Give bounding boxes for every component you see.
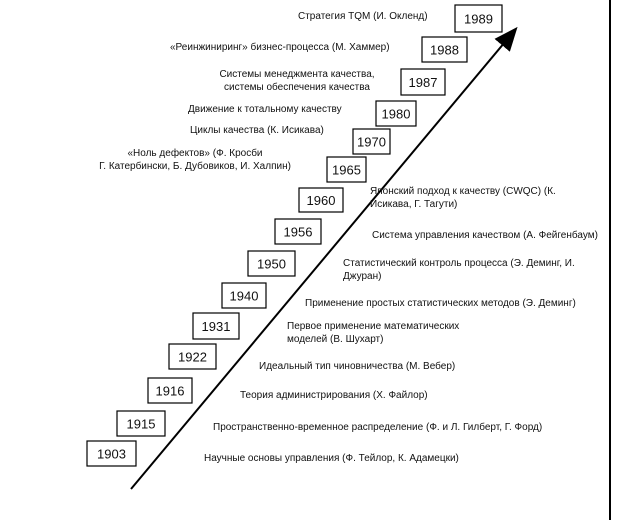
milestone-label-1916: Теория администрирования (Х. Файлор): [240, 389, 428, 402]
milestone-label-line: Научные основы управления (Ф. Тейлор, К.…: [204, 453, 459, 464]
year-box-1940: 1940: [221, 282, 267, 309]
year-label: 1940: [230, 289, 259, 304]
year-box-1915: 1915: [116, 410, 166, 437]
year-box-frame: [192, 312, 240, 340]
year-box-frame: [326, 156, 367, 183]
milestone-label-1940: Применение простых статистических методо…: [305, 297, 576, 310]
milestone-label-1915: Пространственно-временное распределение …: [213, 421, 542, 434]
milestone-label-line: Идеальный тип чиновничества (М. Вебер): [259, 361, 456, 372]
year-label: 1931: [202, 319, 231, 334]
milestone-label-1987: Системы менеджмента качества, системы обе…: [212, 68, 382, 94]
year-box-frame: [400, 68, 446, 96]
milestone-label-line: Система управления качеством (А. Фейгенб…: [372, 230, 598, 241]
year-label: 1980: [382, 107, 411, 122]
right-border: [609, 0, 611, 520]
year-label: 1960: [307, 193, 336, 208]
milestone-label-line: Стратегия TQM (И. Окленд): [298, 11, 428, 22]
milestone-label-line: «Ноль дефектов» (Ф. Кросби: [127, 148, 263, 159]
year-label: 1988: [430, 43, 459, 58]
year-box-1903: 1903: [86, 440, 137, 467]
milestone-label-line: Пространственно-временное распределение …: [213, 422, 543, 433]
year-label: 1916: [156, 384, 185, 399]
milestone-label-line: системы обеспечения качества: [224, 82, 370, 93]
year-label: 1950: [257, 257, 286, 272]
milestone-label-line: Системы менеджмента качества,: [219, 69, 375, 80]
milestone-label-1922: Идеальный тип чиновничества (М. Вебер): [259, 360, 455, 373]
year-box-frame: [454, 4, 503, 33]
year-box-frame: [298, 187, 344, 213]
year-label: 1989: [464, 12, 493, 27]
year-box-frame: [375, 100, 417, 127]
year-box-frame: [421, 36, 468, 63]
year-label: 1903: [97, 447, 126, 462]
milestone-label-line: Первое применение математических: [287, 321, 460, 332]
year-box-1987: 1987: [400, 68, 446, 96]
milestone-label-line: Применение простых статистических методо…: [305, 298, 576, 309]
milestone-label-1980: Движение к тотальному качеству: [188, 103, 342, 116]
year-box-frame: [247, 250, 296, 277]
year-box-frame: [86, 440, 137, 467]
year-box-1931: 1931: [192, 312, 240, 340]
year-box-frame: [116, 410, 166, 437]
milestone-label-1988: «Реинжиниринг» бизнес-процесса (М. Хамме…: [170, 41, 390, 54]
year-label: 1922: [178, 350, 207, 365]
milestone-label-line: «Реинжиниринг» бизнес-процесса (М. Хамме…: [170, 42, 390, 53]
year-box-1965: 1965: [326, 156, 367, 183]
milestone-label-1931: Первое применение математических моделей …: [287, 320, 459, 346]
year-box-1956: 1956: [274, 218, 322, 245]
year-label: 1987: [409, 75, 438, 90]
milestone-label-1965: «Ноль дефектов» (Ф. Кросби Г. Катербински…: [93, 147, 297, 173]
year-box-frame: [221, 282, 267, 309]
milestone-label-line: Статистический контроль процесса (Э. Дем…: [343, 258, 575, 269]
milestone-label-line: Циклы качества (К. Исикава): [190, 125, 324, 136]
year-box-1950: 1950: [247, 250, 296, 277]
milestone-label-line: Японский подход к качеству (CWQC) (К.: [370, 186, 556, 197]
milestone-label-line: Движение к тотальному качеству: [188, 104, 342, 115]
year-box-1980: 1980: [375, 100, 417, 127]
year-box-frame: [147, 377, 193, 404]
milestone-label-line: Г. Катербински, Б. Дубовиков, И. Халпин): [99, 161, 291, 172]
milestone-label-line: Теория администрирования (Х. Файлор): [240, 390, 428, 401]
year-label: 1970: [357, 135, 386, 150]
year-label: 1915: [127, 417, 156, 432]
milestone-label-1950: Статистический контроль процесса (Э. Дем…: [343, 257, 575, 283]
year-box-1970: 1970: [352, 128, 391, 155]
milestone-label-1960: Японский подход к качеству (CWQC) (К. Иси…: [370, 185, 556, 211]
milestone-label-line: Исикава, Г. Тагути): [370, 199, 458, 210]
year-box-1922: 1922: [168, 343, 217, 370]
year-box-frame: [352, 128, 391, 155]
year-box-1988: 1988: [421, 36, 468, 63]
milestone-label-line: Джуран): [343, 271, 382, 282]
year-label: 1956: [284, 225, 313, 240]
year-box-1960: 1960: [298, 187, 344, 213]
timeline-arrow: [130, 26, 518, 490]
milestone-label-line: моделей (В. Шухарт): [287, 334, 384, 345]
milestone-label-1989: Стратегия TQM (И. Окленд): [298, 10, 428, 23]
year-box-frame: [274, 218, 322, 245]
year-box-1989: 1989: [454, 4, 503, 33]
milestone-label-1903: Научные основы управления (Ф. Тейлор, К.…: [204, 452, 459, 465]
year-box-1916: 1916: [147, 377, 193, 404]
milestone-label-1956: Система управления качеством (А. Фейгенб…: [372, 229, 598, 242]
milestone-label-1970: Циклы качества (К. Исикава): [190, 124, 324, 137]
year-box-frame: [168, 343, 217, 370]
year-label: 1965: [332, 163, 361, 178]
